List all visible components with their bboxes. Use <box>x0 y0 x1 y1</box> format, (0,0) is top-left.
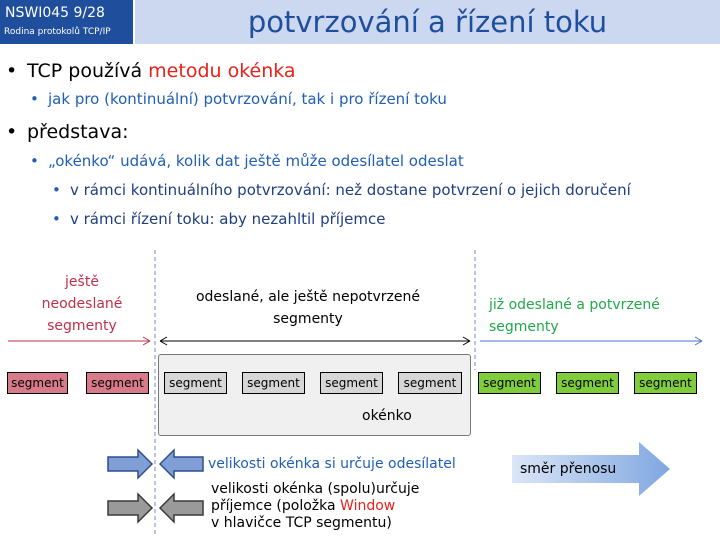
receiver-note-line3: v hlavičce TCP segmentu) <box>211 515 392 531</box>
slide-title-text: potvrzování a řízení toku <box>247 5 608 39</box>
direction-arrow <box>512 442 670 496</box>
label-unsent-line3: segmenty <box>47 318 117 334</box>
sub-sub-bullet-flow: • v rámci řízení toku: aby nezahltil pří… <box>52 210 386 228</box>
sub-bullet-ack-flow: • jak pro (kontinuální) potvrzování, tak… <box>30 90 447 108</box>
right-arrow-icon <box>512 442 670 496</box>
sub-bullet-dot-icon: • <box>30 90 39 108</box>
sub-bullet-window-meaning: • „okénko“ udává, kolik dat ještě může o… <box>30 152 464 170</box>
sub-sub-bullet-flow-text: v rámci řízení toku: aby nezahltil příje… <box>70 210 386 228</box>
segment-acked-2: segment <box>556 372 619 394</box>
bullet-idea-text: představa: <box>27 121 129 143</box>
left-arrow-icon <box>158 448 204 480</box>
segment-acked-3: segment <box>634 372 697 394</box>
right-arrow-icon <box>107 448 154 480</box>
slide-title: potvrzování a řízení toku <box>135 0 720 44</box>
sub-bullet-window-meaning-text: „okénko“ udává, kolik dat ještě může ode… <box>48 152 464 170</box>
bullet-tcp-prefix: TCP používá <box>27 60 149 82</box>
segment-acked-1: segment <box>478 372 541 394</box>
segment-unsent-1: segment <box>7 372 68 394</box>
label-unacked-line1: odeslané, ale ještě nepotvrzené <box>195 289 420 305</box>
bullet-tcp-highlight: metodu okénka <box>148 60 296 82</box>
receiver-note-line2-prefix: příjemce (položka <box>211 498 341 514</box>
direction-label: směr přenosu <box>520 461 617 477</box>
bullet-dot-icon: • <box>6 121 18 143</box>
sender-arrows <box>107 448 204 480</box>
sub-sub-bullet-continuous: • v rámci kontinuálního potvrzování: než… <box>52 181 631 199</box>
range-arrow-acked-head <box>694 336 703 346</box>
range-arrows <box>8 336 703 346</box>
receiver-note-window-field: Window <box>340 498 396 514</box>
label-unsent-line1: ještě <box>65 274 99 290</box>
label-acked-line2: segmenty <box>489 319 559 335</box>
range-arrow-unacked-head-left <box>159 336 168 346</box>
bullet-idea: • představa: <box>6 121 129 143</box>
segment-unacked-1: segment <box>164 372 227 394</box>
segment-unacked-4: segment <box>398 372 462 394</box>
sub-sub-bullet-continuous-text: v rámci kontinuálního potvrzování: než d… <box>70 181 631 199</box>
segment-unacked-2: segment <box>242 372 305 394</box>
range-arrow-unsent-head <box>142 336 151 346</box>
label-acked-line1: již odeslané a potvrzené <box>489 297 660 313</box>
segment-unsent-2: segment <box>86 372 149 394</box>
course-code: NSWI045 9/28 <box>5 5 105 21</box>
left-arrow-icon <box>158 492 204 524</box>
window-box <box>158 354 471 436</box>
sub-bullet-ack-flow-text: jak pro (kontinuální) potvrzování, tak i… <box>48 90 447 108</box>
sub-sub-bullet-dot-icon: • <box>52 181 61 199</box>
segment-unacked-3: segment <box>320 372 383 394</box>
bullet-dot-icon: • <box>6 60 18 82</box>
right-arrow-icon <box>107 492 154 524</box>
label-acked: již odeslané a potvrzené segmenty <box>489 294 660 338</box>
receiver-note-line2: příjemce (položka Window <box>211 498 419 515</box>
label-unacked-line2: segmenty <box>273 311 343 327</box>
sub-sub-bullet-dot-icon: • <box>52 210 61 228</box>
window-label: okénko <box>362 408 412 424</box>
receiver-arrows <box>107 492 204 524</box>
receiver-note: velikosti okénka (spolu)určuje příjemce … <box>211 481 419 532</box>
course-subtitle: Rodina protokolů TCP/IP <box>4 27 111 37</box>
sub-bullet-dot-icon: • <box>30 152 39 170</box>
bullet-tcp-window: • TCP používá metodu okénka <box>6 60 296 82</box>
label-unsent: ještě neodeslané segmenty <box>22 271 142 337</box>
label-unacked: odeslané, ale ještě nepotvrzené segmenty <box>168 286 448 330</box>
range-arrow-unacked-head-right <box>462 336 471 346</box>
receiver-note-line1: velikosti okénka (spolu)určuje <box>211 481 420 497</box>
boundary-lines <box>154 250 476 535</box>
course-badge: NSWI045 9/28 Rodina protokolů TCP/IP <box>0 0 133 44</box>
label-unsent-line2: neodeslané <box>41 296 123 312</box>
sender-note: velikosti okénka si určuje odesílatel <box>208 456 456 472</box>
